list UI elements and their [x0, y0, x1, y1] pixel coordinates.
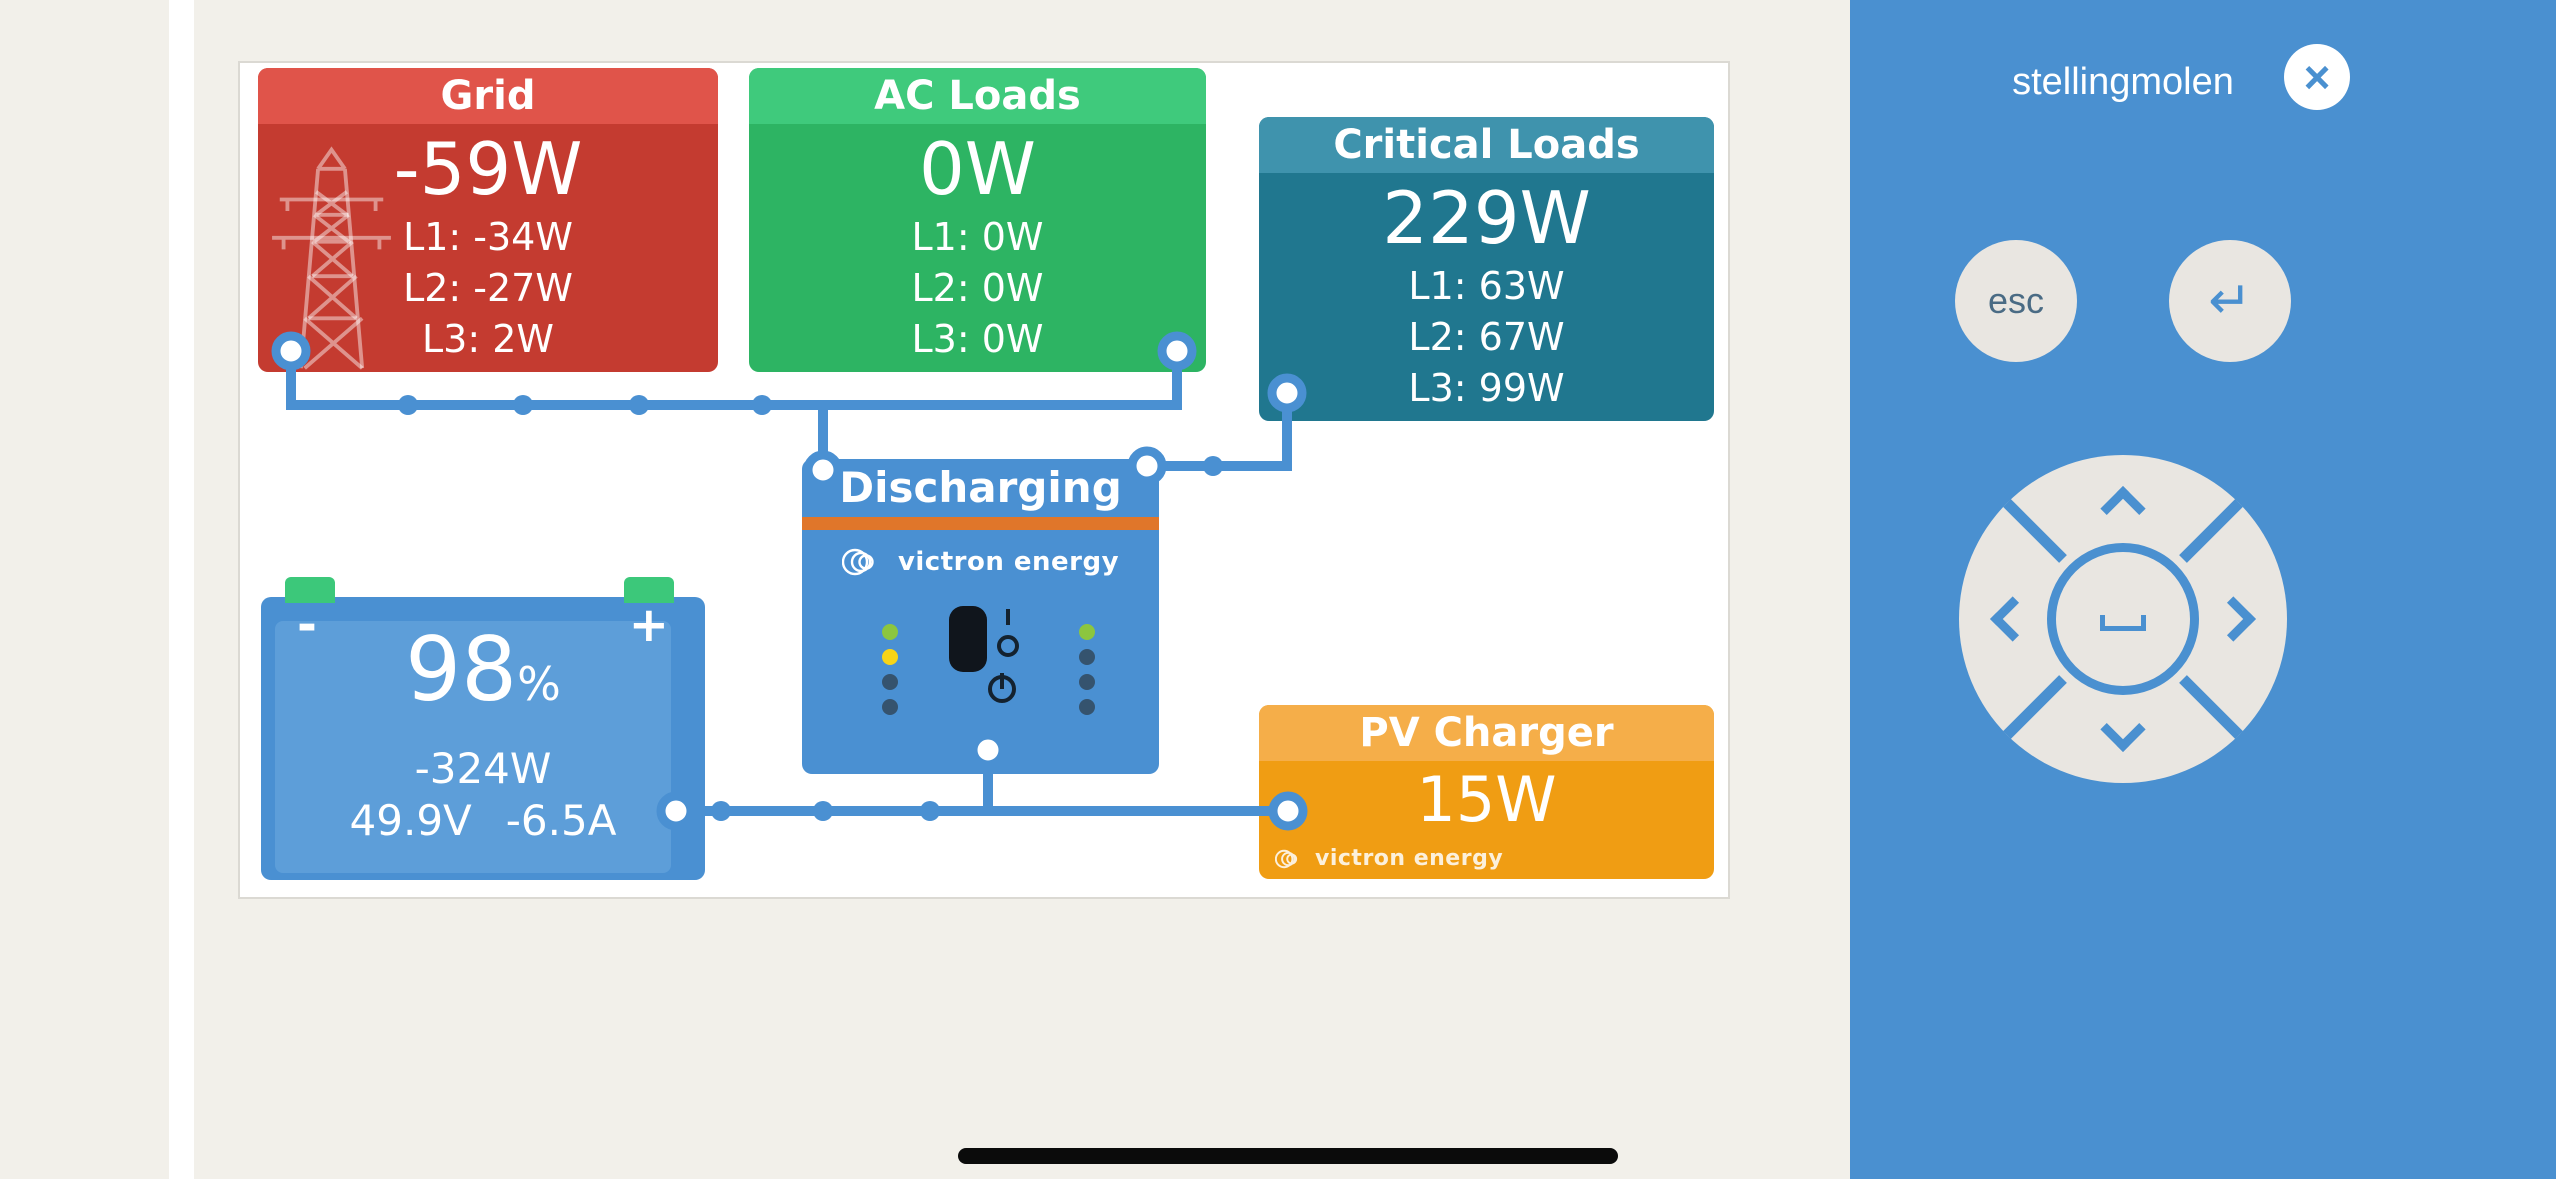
critical-loads-tile[interactable]: Critical Loads 229W L1: 63W L2: 67W L3: …	[1259, 117, 1714, 421]
inverter-brand-label: victron energy	[897, 547, 1120, 577]
critical-loads-power: 229W	[1382, 176, 1591, 260]
ac-loads-power: 0W	[919, 127, 1036, 211]
critical-loads-l2: L2: 67W	[1408, 315, 1565, 359]
battery-plus-label: +	[628, 597, 669, 653]
grid-title: Grid	[258, 68, 718, 124]
space-icon	[2100, 615, 2146, 631]
grid-tile[interactable]: Grid -59W L1: -34W L2: -27W L3: 2W	[258, 68, 718, 372]
pv-charger-power: 15W	[1416, 763, 1557, 836]
chevron-left-icon	[1990, 596, 2036, 642]
inverter-stripe	[802, 517, 1159, 530]
grid-l1: L1: -34W	[403, 215, 573, 259]
home-indicator[interactable]	[958, 1148, 1618, 1164]
victron-logo-icon	[1275, 849, 1298, 868]
critical-loads-l1: L1: 63W	[1408, 264, 1565, 308]
ac-loads-l2: L2: 0W	[911, 266, 1044, 310]
battery-soc-unit: %	[517, 657, 561, 711]
dpad-right-button[interactable]	[2199, 579, 2279, 659]
dpad-left-button[interactable]	[1967, 579, 2047, 659]
chevron-right-icon	[2210, 596, 2256, 642]
battery-voltage: 49.9V	[349, 796, 472, 845]
left-gutter	[169, 0, 194, 1179]
remote-panel: stellingmolen × esc ↵	[1850, 0, 2556, 1179]
device-name: stellingmolen	[2012, 61, 2234, 103]
chevron-down-icon	[2100, 706, 2146, 752]
inverter-status: Discharging	[839, 463, 1122, 512]
ac-loads-l3: L3: 0W	[911, 317, 1044, 361]
chevron-up-icon	[2100, 486, 2146, 532]
dpad-up-button[interactable]	[2083, 463, 2163, 543]
dpad	[1959, 455, 2287, 783]
inverter-tile[interactable]: Discharging victron energy	[802, 459, 1159, 774]
esc-label: esc	[1987, 280, 2045, 321]
ac-loads-title: AC Loads	[749, 68, 1206, 124]
victron-logo-icon	[841, 548, 874, 576]
close-button[interactable]: ×	[2284, 44, 2350, 110]
battery-tile[interactable]: - + 98% -324W 49.9V -6.5A	[261, 577, 705, 880]
pv-brand-label: victron energy	[1315, 846, 1504, 871]
battery-terminal-negative	[285, 577, 335, 603]
enter-icon: ↵	[2208, 272, 2252, 330]
critical-loads-title: Critical Loads	[1259, 117, 1714, 173]
ac-loads-l1: L1: 0W	[911, 215, 1044, 259]
battery-power: -324W	[414, 744, 552, 793]
battery-minus-label: -	[297, 597, 317, 653]
pv-charger-title: PV Charger	[1259, 705, 1714, 761]
battery-terminal-positive	[624, 577, 674, 603]
critical-loads-l3: L3: 99W	[1408, 366, 1565, 410]
close-icon: ×	[2303, 51, 2331, 103]
inverter-led-panel	[882, 606, 1095, 715]
dpad-down-button[interactable]	[2083, 695, 2163, 775]
enter-button[interactable]: ↵	[2169, 240, 2291, 362]
grid-power: -59W	[393, 127, 583, 211]
battery-soc: 98%	[261, 625, 705, 729]
battery-inner-panel	[275, 621, 671, 873]
ac-loads-tile[interactable]: AC Loads 0W L1: 0W L2: 0W L3: 0W	[749, 68, 1206, 372]
battery-soc-value: 98	[405, 618, 518, 721]
grid-pylon-icon	[272, 146, 391, 370]
grid-l2: L2: -27W	[403, 266, 573, 310]
dpad-center-button[interactable]	[2047, 543, 2199, 695]
grid-l3: L3: 2W	[422, 317, 554, 361]
esc-button[interactable]: esc	[1955, 240, 2077, 362]
battery-current: -6.5A	[505, 796, 617, 845]
pv-charger-tile[interactable]: PV Charger 15W victron energy	[1259, 705, 1714, 879]
remote-console-view: Grid -59W L1: -34W L2: -27W L3: 2W AC Lo…	[238, 61, 1730, 899]
